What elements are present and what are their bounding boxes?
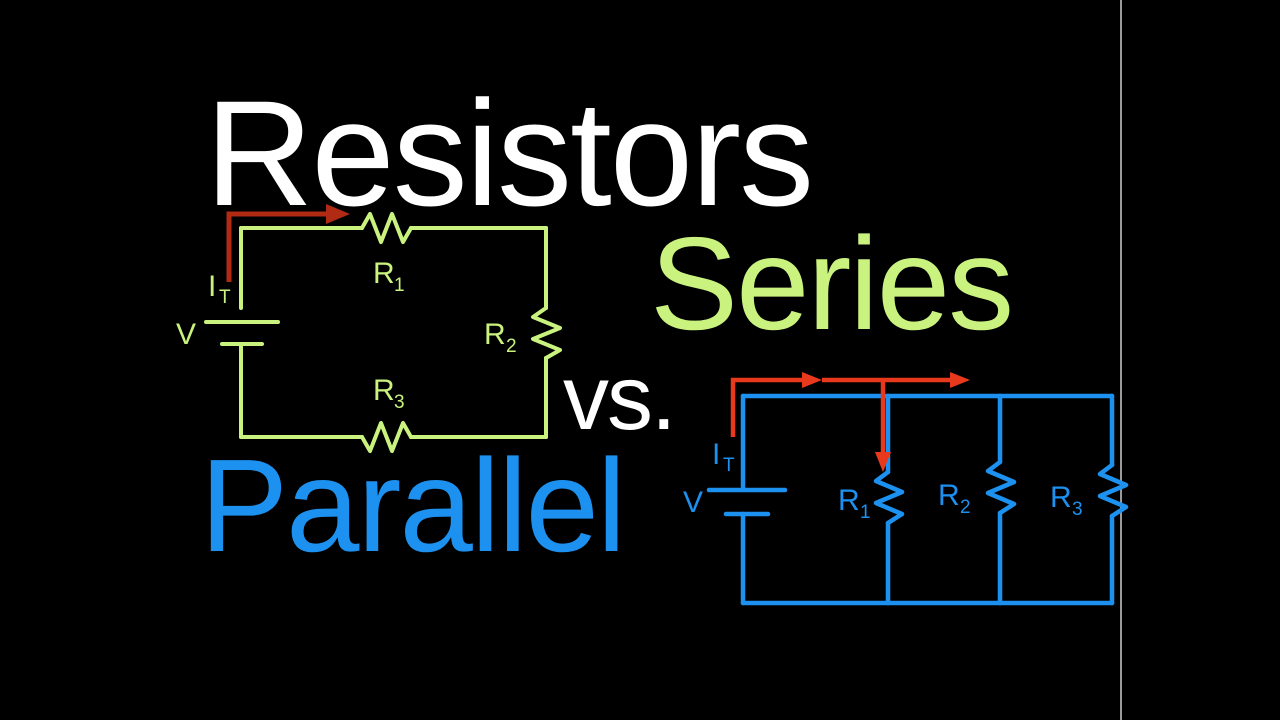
parallel-current-subscript: T <box>723 455 735 476</box>
parallel-current-arrowhead-2 <box>950 372 970 388</box>
parallel-source-label: V <box>683 486 703 519</box>
series-resistor-2-label: R <box>484 318 506 351</box>
series-resistor-2-symbol <box>531 306 562 360</box>
series-current-arrow <box>226 211 330 282</box>
series-resistor-2-subscript: 2 <box>506 336 517 357</box>
parallel-circuit-wires <box>706 393 1129 606</box>
series-current-arrow-path <box>226 211 330 282</box>
series-source-label: V <box>176 318 196 351</box>
vertical-divider <box>1120 0 1122 720</box>
series-resistor-1-label: R <box>373 257 395 290</box>
parallel-current-arrow-main <box>730 377 805 437</box>
parallel-resistor-1-subscript: 1 <box>860 502 871 523</box>
parallel-resistor-1-label: R <box>838 484 860 517</box>
parallel-resistor-2-symbol <box>985 459 1017 516</box>
parallel-current-arrowhead-1 <box>802 372 822 388</box>
page-title-parallel: Parallel <box>200 432 626 579</box>
parallel-current-arrowhead-down <box>875 452 891 472</box>
series-resistor-3-symbol <box>360 421 413 453</box>
parallel-resistor-3-label: R <box>1050 481 1072 514</box>
series-circuit-wires <box>204 212 562 453</box>
parallel-resistor-2-label: R <box>938 479 960 512</box>
series-current-label: I <box>208 270 216 303</box>
series-resistor-1-subscript: 1 <box>394 275 405 296</box>
parallel-resistor-3-symbol <box>1097 462 1129 519</box>
page-title-resistors: Resistors <box>205 69 814 237</box>
parallel-resistor-2-subscript: 2 <box>960 497 971 518</box>
page-title-series: Series <box>650 210 1014 357</box>
page-title-vs: vs. <box>563 347 677 449</box>
series-resistor-3-subscript: 3 <box>394 392 405 413</box>
series-current-arrowhead <box>326 204 350 224</box>
parallel-current-arrows <box>730 377 953 452</box>
parallel-resistor-3-subscript: 3 <box>1072 499 1083 520</box>
parallel-current-label: I <box>712 438 720 471</box>
series-current-subscript: T <box>219 287 231 308</box>
parallel-resistor-1-symbol <box>873 469 905 526</box>
series-resistor-1-symbol <box>360 212 413 244</box>
series-resistor-3-label: R <box>373 374 395 407</box>
